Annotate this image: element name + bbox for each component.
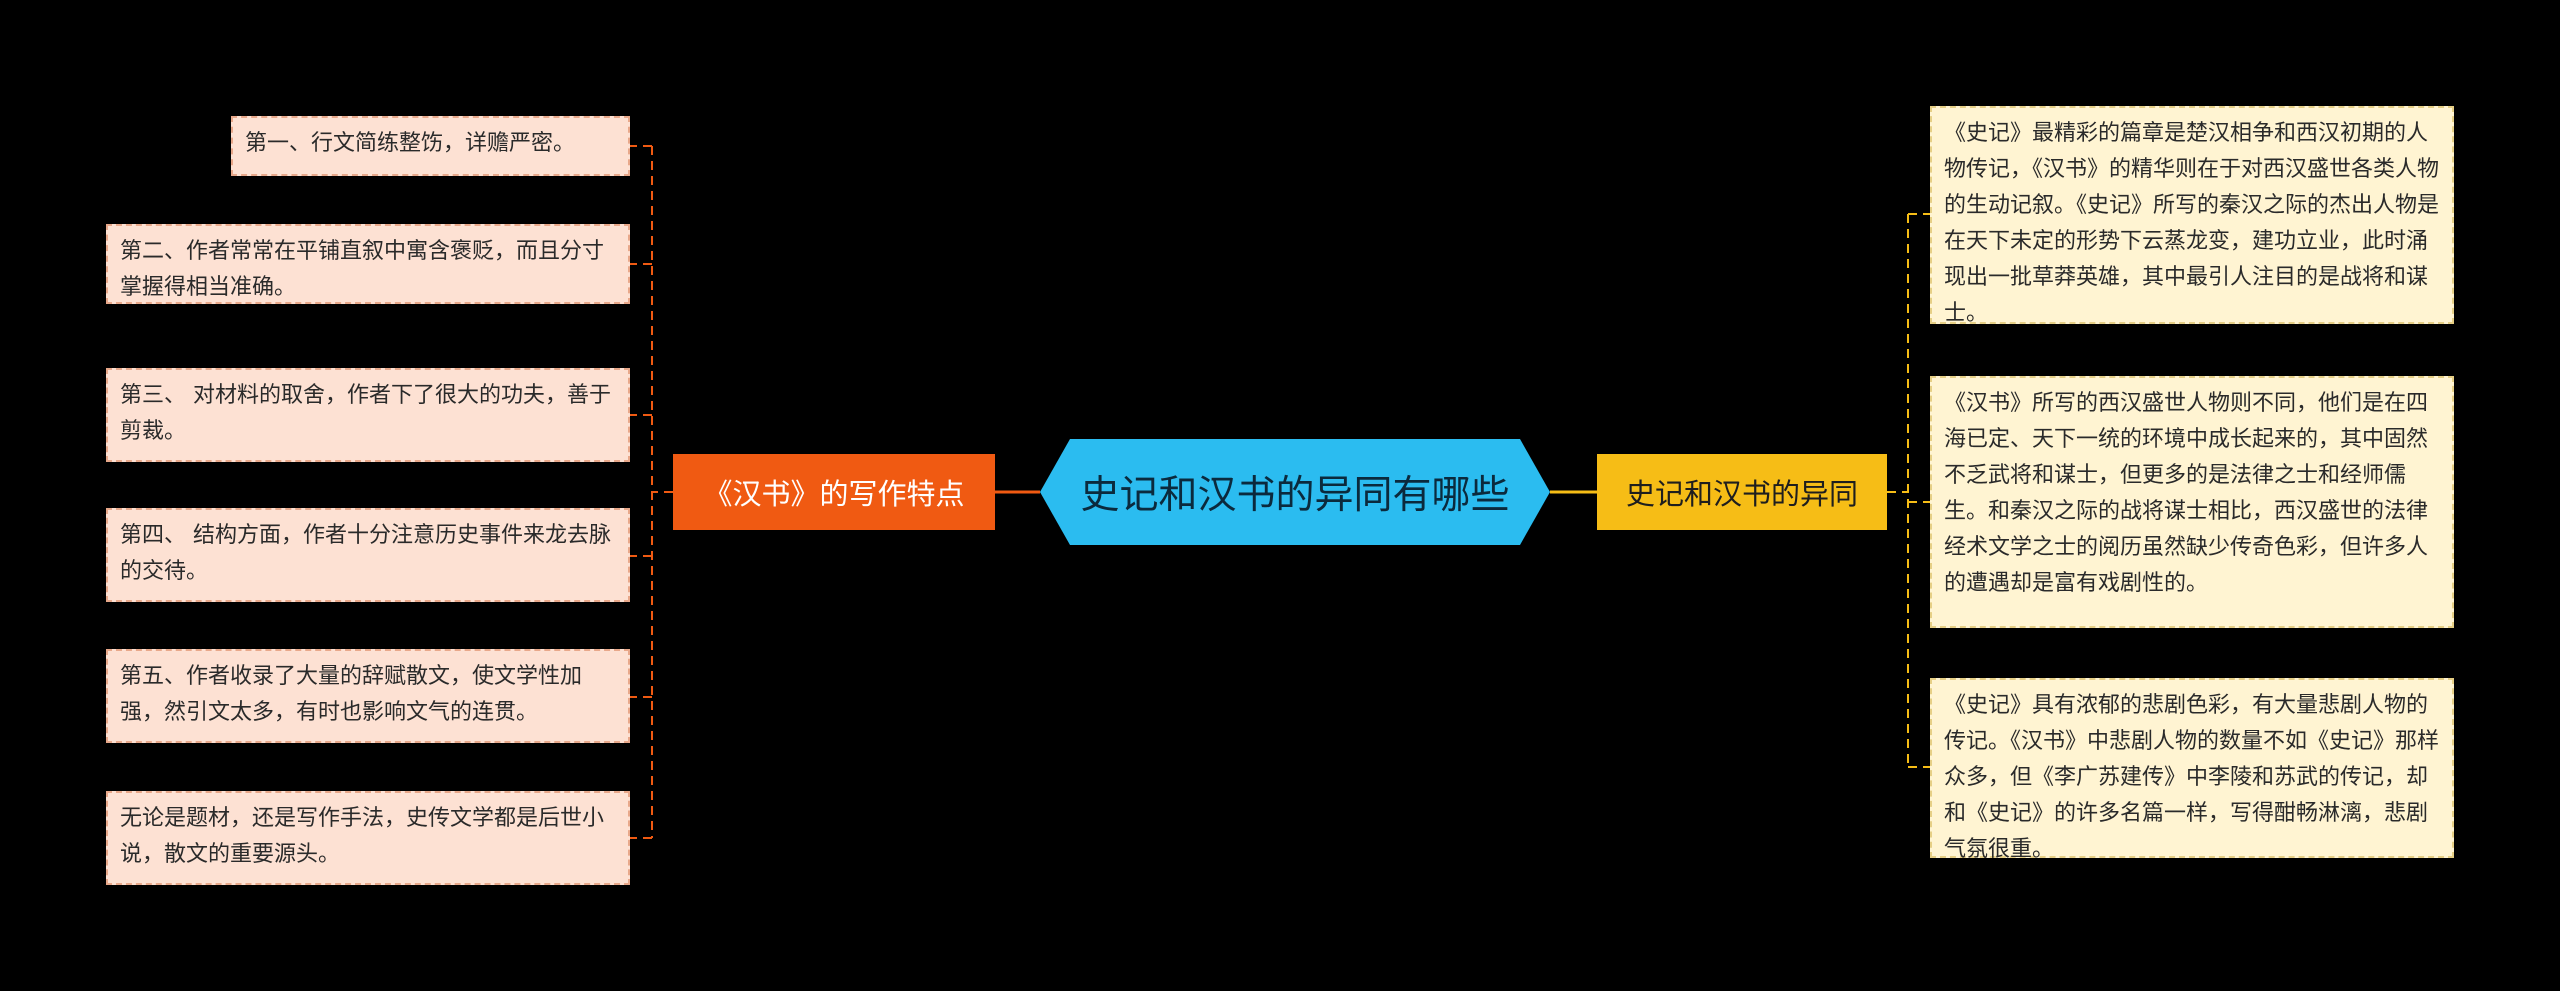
leaf-text: 《汉书》所写的西汉盛世人物则不同，他们是在四海已定、天下一统的环境中成长起来的，… — [1944, 391, 2429, 596]
right-leaf-1[interactable]: 《史记》最精彩的篇章是楚汉相争和西汉初期的人物传记，《汉书》的精华则在于对西汉盛… — [1930, 106, 2454, 326]
left-tree-connectors — [630, 145, 673, 839]
leaf-text: 第三、 对材料的取舍，作者下了很大的功夫，善于剪裁。 — [120, 383, 611, 444]
leaf-text: 第四、 结构方面，作者十分注意历史事件来龙去脉的交待。 — [120, 523, 611, 584]
left-leaf-3[interactable]: 第三、 对材料的取舍，作者下了很大的功夫，善于剪裁。 — [106, 368, 630, 462]
left-leaf-6[interactable]: 无论是题材，还是写作手法，史传文学都是后世小说，散文的重要源头。 — [106, 791, 630, 885]
left-branch-topic[interactable]: 《汉书》的写作特点 — [673, 454, 995, 530]
leaf-text: 第五、作者收录了大量的辞赋散文，使文学性加强，然引文太多，有时也影响文气的连贯。 — [120, 664, 583, 725]
leaf-text: 《史记》最精彩的篇章是楚汉相争和西汉初期的人物传记，《汉书》的精华则在于对西汉盛… — [1944, 121, 2440, 326]
right-branch-topic[interactable]: 史记和汉书的异同 — [1597, 454, 1887, 530]
left-leaf-5[interactable]: 第五、作者收录了大量的辞赋散文，使文学性加强，然引文太多，有时也影响文气的连贯。 — [106, 649, 630, 743]
center-topic[interactable]: 史记和汉书的异同有哪些 — [1040, 439, 1550, 545]
right-tree-connectors — [1887, 213, 1930, 768]
left-branch-label: 《汉书》的写作特点 — [703, 477, 965, 511]
leaf-text: 第一、行文简练整饬，详赡严密。 — [245, 131, 576, 156]
left-leaf-2[interactable]: 第二、作者常常在平铺直叙中寓含褒贬，而且分寸掌握得相当准确。 — [106, 224, 630, 304]
left-leaf-1[interactable]: 第一、行文简练整饬，详赡严密。 — [231, 116, 630, 176]
left-leaf-4[interactable]: 第四、 结构方面，作者十分注意历史事件来龙去脉的交待。 — [106, 508, 630, 602]
center-topic-label: 史记和汉书的异同有哪些 — [1080, 473, 1510, 518]
leaf-text: 无论是题材，还是写作手法，史传文学都是后世小说，散文的重要源头。 — [120, 806, 605, 867]
right-leaf-3[interactable]: 《史记》具有浓郁的悲剧色彩，有大量悲剧人物的传记。《汉书》中悲剧人物的数量不如《… — [1930, 678, 2454, 862]
right-leaf-2[interactable]: 《汉书》所写的西汉盛世人物则不同，他们是在四海已定、天下一统的环境中成长起来的，… — [1930, 376, 2454, 628]
center-topic-shape — [1040, 439, 1550, 545]
right-branch-label: 史记和汉书的异同 — [1625, 477, 1858, 511]
leaf-text: 《史记》具有浓郁的悲剧色彩，有大量悲剧人物的传记。《汉书》中悲剧人物的数量不如《… — [1944, 693, 2440, 862]
leaf-text: 第二、作者常常在平铺直叙中寓含褒贬，而且分寸掌握得相当准确。 — [120, 239, 605, 300]
